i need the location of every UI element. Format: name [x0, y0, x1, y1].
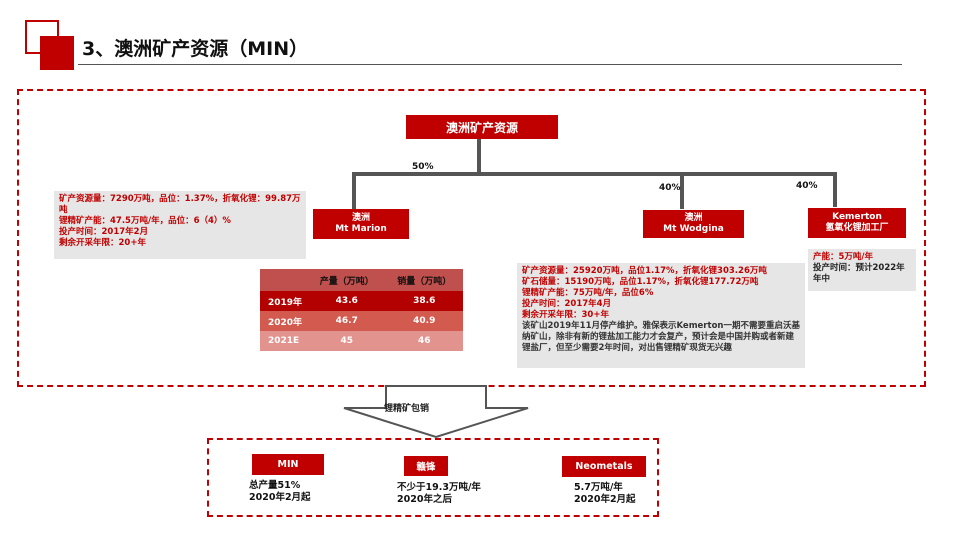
root-node-label: 澳洲矿产资源: [445, 120, 518, 135]
wodgina-note: 该矿山2019年11月停产维护。雅保表示Kemerton一期不需要重启沃基纳矿山…: [522, 321, 800, 353]
offtaker-neometals-detail: 5.7万吨/年 2020年2月起: [574, 482, 636, 506]
title-divider: [78, 64, 902, 65]
table-row: 2020年 46.7 40.9: [260, 311, 463, 331]
production-table-header: 产量（万吨） 销量（万吨）: [260, 269, 463, 291]
table-header-cell: 产量（万吨）: [319, 276, 374, 287]
marion-info-line: 锂精矿产能：47.5万吨/年，品位：6（4）%: [59, 216, 231, 226]
wodgina-info-line: 矿石储量：15190万吨，品位1.17%，折氧化锂177.72万吨: [522, 277, 759, 287]
marion-node: 澳洲 Mt Marion: [313, 209, 409, 239]
table-cell-sales: 46: [417, 336, 431, 346]
connector-marion: [352, 172, 356, 209]
offtakers-frame: [207, 438, 659, 517]
wodgina-info-line: 锂精矿产能：75万吨/年，品位6%: [522, 288, 654, 298]
wodgina-info-line: 矿产资源量：25920万吨，品位1.17%，折氧化锂303.26万吨: [522, 266, 767, 276]
offtaker-neometals: Neometals: [562, 456, 646, 477]
table-cell-year: 2019年: [268, 297, 303, 308]
connector-wodgina: [680, 172, 684, 209]
marion-info-line: 剩余开采年限：20+年: [59, 238, 146, 248]
offtaker-detail-line: 2020年2月起: [249, 492, 311, 503]
production-table: 产量（万吨） 销量（万吨） 2019年 43.6 38.6 2020年 46.7…: [260, 269, 463, 351]
kemerton-share-pct: 40%: [796, 181, 818, 191]
table-row: 2019年 43.6 38.6: [260, 291, 463, 311]
connector-kemerton: [833, 172, 837, 207]
root-node: 澳洲矿产资源: [406, 115, 558, 139]
kemerton-node: Kemerton 氢氧化锂加工厂: [808, 208, 906, 238]
marion-info-line: 投产时间：2017年2月: [59, 227, 149, 237]
wodgina-node-line1: 澳洲: [684, 213, 703, 223]
connector-horizontal: [352, 172, 837, 176]
table-cell-sales: 38.6: [413, 296, 436, 306]
offtaker-detail-line: 2020年之后: [397, 494, 452, 505]
offtaker-ganfeng: 赣锋: [404, 456, 448, 476]
offtake-arrow-label: 锂精矿包销: [384, 404, 430, 414]
table-header-cell: 销量（万吨）: [397, 276, 452, 287]
table-cell-output: 46.7: [335, 316, 358, 326]
connector-root-vertical: [477, 139, 481, 174]
marion-node-line1: 澳洲: [351, 213, 370, 223]
marion-info-line: 矿产资源量：7290万吨，品位：1.37%，折氧化锂：99.87万吨: [59, 194, 301, 215]
wodgina-node-line2: Mt Wodgina: [663, 224, 724, 234]
offtaker-detail-line: 不少于19.3万吨/年: [397, 482, 481, 493]
kemerton-info-line: 产能：5万吨/年: [813, 252, 874, 262]
kemerton-node-line1: Kemerton: [832, 212, 882, 222]
offtaker-detail-line: 2020年2月起: [574, 494, 636, 505]
offtaker-ganfeng-detail: 不少于19.3万吨/年 2020年之后: [397, 482, 481, 506]
wodgina-node: 澳洲 Mt Wodgina: [643, 210, 744, 238]
table-cell-year: 2021E: [268, 336, 300, 346]
wodgina-info-box: 矿产资源量：25920万吨，品位1.17%，折氧化锂303.26万吨 矿石储量：…: [517, 263, 805, 368]
offtaker-name: MIN: [277, 459, 299, 470]
table-cell-year: 2020年: [268, 317, 303, 328]
offtake-arrow: [343, 385, 529, 439]
offtaker-name: 赣锋: [416, 462, 436, 473]
marion-share-pct: 50%: [412, 162, 434, 172]
table-header-cell: [260, 269, 308, 291]
table-row: 2021E 45 46: [260, 331, 463, 351]
offtaker-min: MIN: [252, 454, 324, 475]
offtaker-detail-line: 5.7万吨/年: [574, 482, 623, 493]
kemerton-info-box: 产能：5万吨/年 投产时间：预计2022年年中: [808, 249, 916, 291]
header-decoration-fill: [40, 36, 74, 70]
marion-info-box: 矿产资源量：7290万吨，品位：1.37%，折氧化锂：99.87万吨 锂精矿产能…: [54, 191, 306, 259]
kemerton-node-line2: 氢氧化锂加工厂: [825, 223, 889, 233]
wodgina-share-pct: 40%: [659, 183, 681, 193]
offtaker-detail-line: 总产量51%: [249, 480, 301, 491]
table-cell-output: 45: [340, 336, 354, 346]
offtaker-min-detail: 总产量51% 2020年2月起: [249, 480, 311, 504]
wodgina-info-line: 投产时间：2017年4月: [522, 299, 612, 309]
table-cell-output: 43.6: [335, 296, 358, 306]
table-cell-sales: 40.9: [413, 316, 436, 326]
page-title: 3、澳洲矿产资源（MIN）: [82, 38, 309, 60]
marion-node-line2: Mt Marion: [335, 224, 387, 234]
wodgina-info-line: 剩余开采年限：30+年: [522, 310, 609, 320]
kemerton-info-line: 投产时间：预计2022年年中: [813, 263, 905, 284]
offtaker-name: Neometals: [575, 461, 633, 472]
